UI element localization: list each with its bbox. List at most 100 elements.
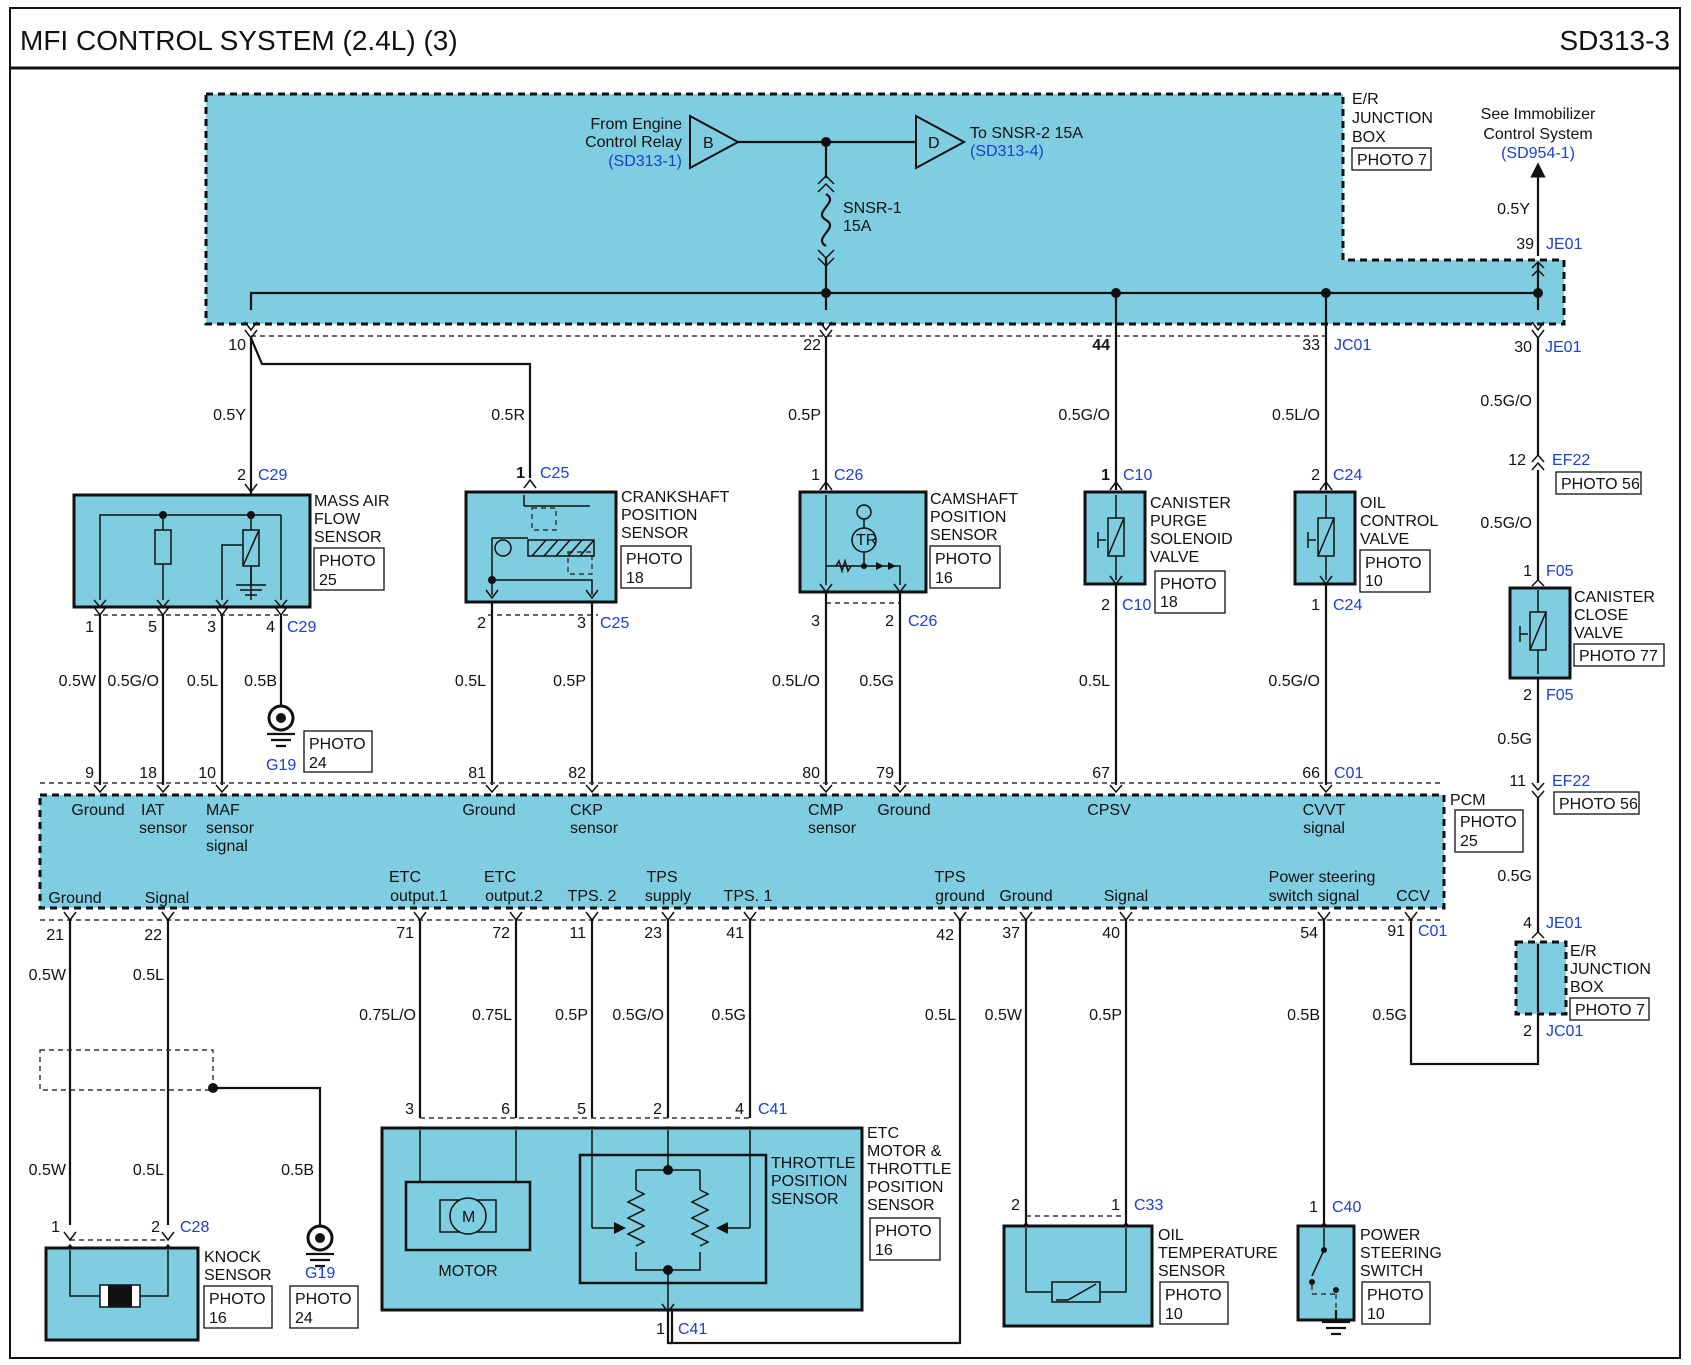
svg-text:42: 42 — [936, 927, 954, 944]
page-frame — [9, 7, 1681, 1359]
svg-text:25: 25 — [1460, 833, 1478, 850]
svg-text:SENSOR: SENSOR — [867, 1197, 935, 1214]
svg-text:11: 11 — [569, 925, 586, 942]
svg-text:0.5P: 0.5P — [788, 407, 821, 424]
page-code: SD313-3 — [1559, 25, 1670, 56]
svg-text:KNOCK: KNOCK — [204, 1249, 261, 1266]
svg-text:CCV: CCV — [1396, 888, 1430, 905]
svg-text:23: 23 — [644, 925, 662, 942]
svg-text:TPS: TPS — [646, 869, 677, 886]
svg-text:signal: signal — [1303, 820, 1345, 837]
svg-text:Ground: Ground — [877, 802, 930, 819]
svg-text:0.5G: 0.5G — [859, 673, 894, 690]
svg-text:22: 22 — [144, 927, 162, 944]
svg-text:JE01: JE01 — [1546, 236, 1583, 253]
canister-purge-solenoid-valve: 1 C10 CANISTER PURGE SOLENOID VALVE PHOT… — [1083, 467, 1233, 614]
svg-text:THROTTLE: THROTTLE — [771, 1155, 855, 1172]
knock-shield — [39, 1049, 334, 1268]
svg-text:C41: C41 — [758, 1101, 787, 1118]
svg-text:C01: C01 — [1418, 923, 1447, 940]
svg-text:PHOTO 7: PHOTO 7 — [1575, 1002, 1645, 1019]
svg-text:THROTTLE: THROTTLE — [867, 1161, 951, 1178]
svg-text:24: 24 — [309, 755, 327, 772]
svg-text:40: 40 — [1102, 925, 1120, 942]
svg-text:ETC: ETC — [389, 869, 421, 886]
svg-text:1: 1 — [85, 619, 94, 636]
svg-text:Control System: Control System — [1483, 126, 1592, 143]
svg-text:From Engine: From Engine — [590, 116, 682, 133]
svg-text:2: 2 — [1523, 687, 1532, 704]
svg-text:CONTROL: CONTROL — [1360, 513, 1438, 530]
svg-text:16: 16 — [875, 1242, 893, 1259]
svg-text:1: 1 — [811, 467, 820, 484]
svg-text:G19: G19 — [305, 1265, 335, 1282]
svg-text:sensor: sensor — [808, 820, 857, 837]
svg-text:VALVE: VALVE — [1150, 549, 1199, 566]
ground-g19-maf: G19 PHOTO 24 — [266, 704, 373, 774]
svg-text:0.5L: 0.5L — [455, 673, 486, 690]
svg-text:2: 2 — [1311, 467, 1320, 484]
svg-text:TPS: TPS — [934, 869, 965, 886]
svg-text:MASS AIR: MASS AIR — [314, 493, 390, 510]
svg-text:PHOTO: PHOTO — [935, 551, 992, 568]
svg-text:PHOTO: PHOTO — [1367, 1287, 1424, 1304]
svg-text:3: 3 — [811, 613, 820, 630]
svg-text:C40: C40 — [1332, 1199, 1361, 1216]
svg-text:3: 3 — [577, 615, 586, 632]
svg-text:sensor: sensor — [139, 820, 188, 837]
mass-air-flow-sensor: 2 C29 MASS AIR FLOW SENSOR PHOTO 25 1 5 … — [72, 467, 390, 636]
svg-text:0.75L/O: 0.75L/O — [359, 1007, 416, 1024]
svg-text:(SD313-4): (SD313-4) — [970, 143, 1044, 160]
svg-text:44: 44 — [1092, 337, 1110, 354]
svg-text:C25: C25 — [600, 615, 629, 632]
svg-text:OIL: OIL — [1158, 1227, 1184, 1244]
svg-text:81: 81 — [468, 765, 486, 782]
svg-text:0.5G: 0.5G — [1497, 868, 1532, 885]
svg-text:71: 71 — [396, 925, 414, 942]
svg-text:21: 21 — [46, 927, 64, 944]
svg-text:Power steering: Power steering — [1269, 869, 1376, 886]
svg-text:0.5W: 0.5W — [985, 1007, 1023, 1024]
svg-text:CANISTER: CANISTER — [1150, 495, 1231, 512]
svg-text:JUNCTION: JUNCTION — [1570, 961, 1651, 978]
svg-text:switch signal: switch signal — [1269, 888, 1360, 905]
svg-text:B: B — [703, 135, 714, 152]
svg-text:PCM: PCM — [1450, 792, 1486, 809]
svg-text:15A: 15A — [843, 218, 872, 235]
canister-close-valve-chain: 12 EF22 PHOTO 56 0.5G/O 1 F05 CANISTER C… — [1480, 452, 1665, 1040]
svg-text:ground: ground — [935, 888, 985, 905]
svg-text:F05: F05 — [1546, 687, 1574, 704]
svg-text:CRANKSHAFT: CRANKSHAFT — [621, 489, 730, 506]
svg-text:PURGE: PURGE — [1150, 513, 1207, 530]
svg-text:CVVT: CVVT — [1303, 802, 1346, 819]
svg-text:0.5L: 0.5L — [925, 1007, 956, 1024]
svg-text:C41: C41 — [678, 1321, 707, 1338]
svg-text:10: 10 — [228, 337, 246, 354]
svg-text:0.5L/O: 0.5L/O — [772, 673, 820, 690]
svg-text:TEMPERATURE: TEMPERATURE — [1158, 1245, 1278, 1262]
svg-text:C24: C24 — [1333, 597, 1362, 614]
svg-text:3: 3 — [405, 1101, 414, 1118]
svg-text:C25: C25 — [540, 465, 569, 482]
knock-sensor: 1 2 C28 KNOCK SENSOR PHOTO 16 G19 PHOTO … — [44, 1219, 359, 1342]
svg-text:39: 39 — [1516, 236, 1534, 253]
svg-text:See Immobilizer: See Immobilizer — [1481, 106, 1596, 123]
svg-text:33: 33 — [1302, 337, 1320, 354]
svg-text:4: 4 — [266, 619, 275, 636]
svg-text:0.75L: 0.75L — [472, 1007, 512, 1024]
pcm-bottom-pins: 21 22 71 72 11 23 41 42 37 40 54 91 C01 — [46, 911, 1447, 944]
svg-text:ETC: ETC — [484, 869, 516, 886]
svg-text:82: 82 — [568, 765, 586, 782]
oil-control-valve: 2 C24 OIL CONTROL VALVE PHOTO 10 1 C24 — [1293, 467, 1438, 614]
svg-text:C10: C10 — [1123, 467, 1152, 484]
svg-text:OIL: OIL — [1360, 495, 1386, 512]
svg-text:91: 91 — [1387, 923, 1405, 940]
svg-text:18: 18 — [626, 570, 644, 587]
svg-text:1: 1 — [1111, 1197, 1120, 1214]
svg-text:0.5W: 0.5W — [29, 967, 67, 984]
svg-text:PHOTO 56: PHOTO 56 — [1561, 476, 1640, 493]
svg-text:Signal: Signal — [1104, 888, 1148, 905]
svg-text:3: 3 — [207, 619, 216, 636]
svg-text:30: 30 — [1514, 339, 1532, 356]
